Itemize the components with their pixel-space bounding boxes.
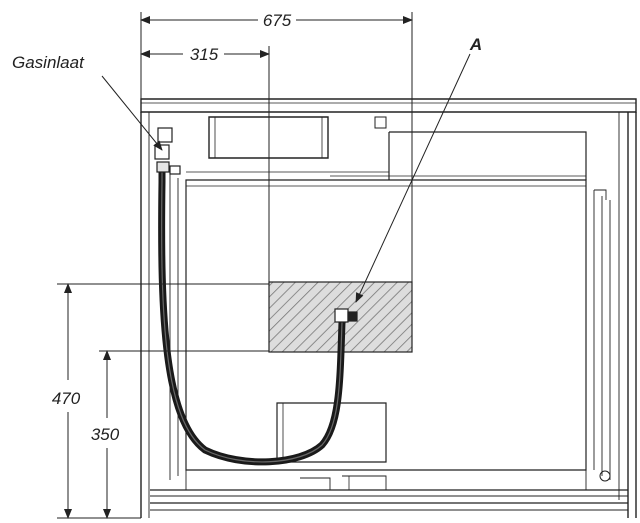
gas-inlet-fitting	[154, 127, 181, 175]
appliance-outline	[140, 98, 637, 518]
gas-hose	[158, 168, 346, 466]
inlet-offset-label: 315	[190, 45, 219, 64]
connection-point-label: A	[469, 35, 482, 54]
gas-inlet-label: Gasinlaat	[12, 53, 85, 72]
connection-fitting-a	[334, 308, 358, 323]
leader-lines	[101, 53, 471, 303]
zone-top-height-label: 470	[52, 389, 81, 408]
dimension-lines	[57, 12, 413, 519]
total-width-label: 675	[263, 11, 292, 30]
zone-bottom-height-label: 350	[91, 425, 120, 444]
